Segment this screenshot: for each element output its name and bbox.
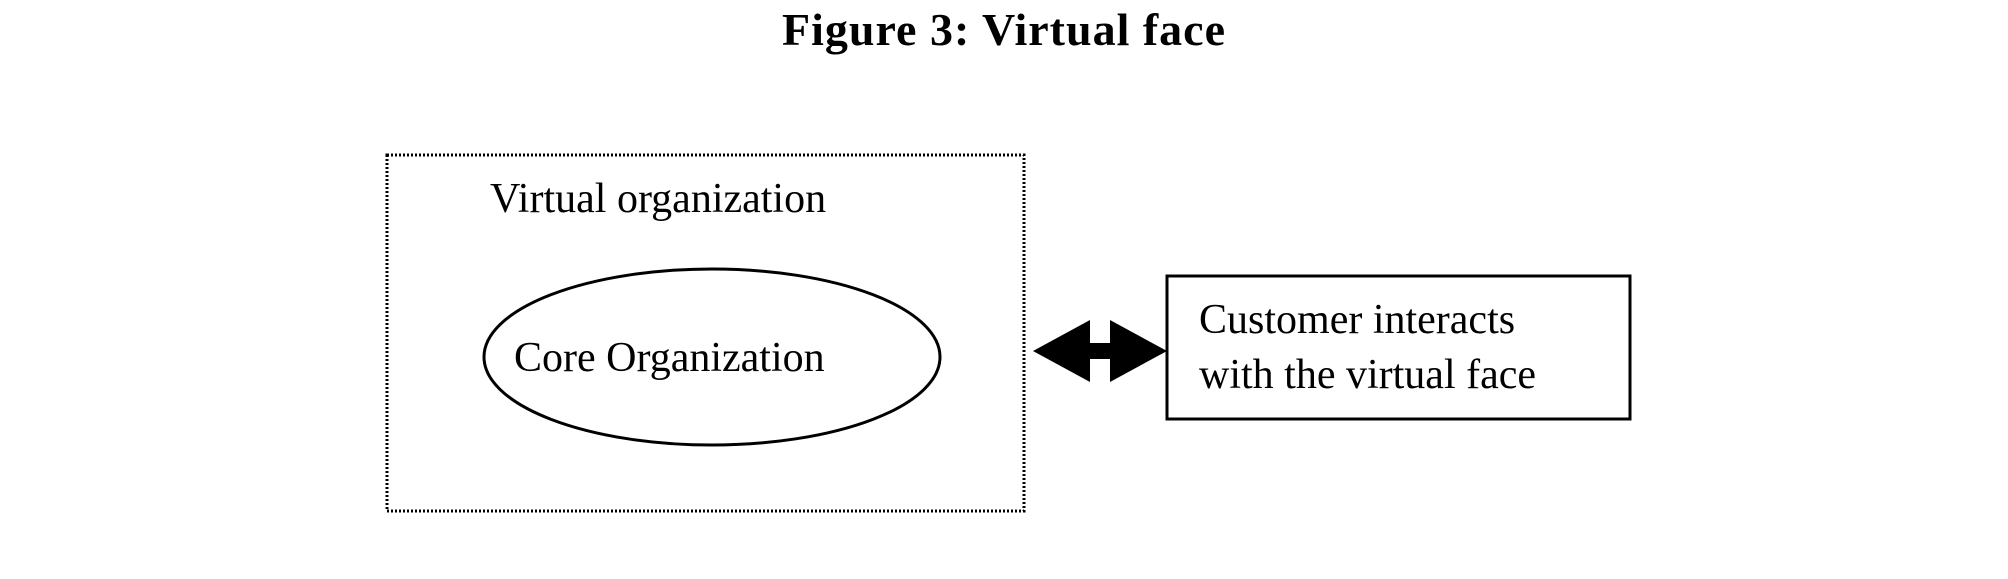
customer-box: [1165, 274, 1632, 421]
core-organization-label: Core Organization: [514, 335, 825, 381]
figure-title: Figure 3: Virtual face: [782, 4, 1226, 55]
customer-box-line1: Customer interacts: [1199, 297, 1515, 343]
core-organization-ellipse: [482, 267, 942, 447]
virtual-organization-label: Virtual organization: [490, 176, 826, 222]
double-arrow-icon: [1033, 320, 1167, 382]
customer-box-line2: with the virtual face: [1199, 352, 1536, 398]
virtual-organization-box: [385, 153, 1026, 513]
